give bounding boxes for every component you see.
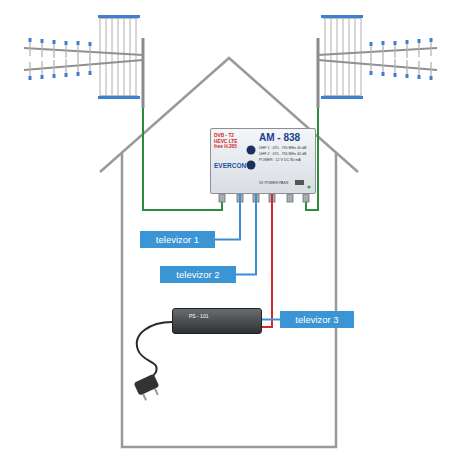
spec-text: 5V POWER PASS xyxy=(259,181,288,185)
power-led xyxy=(307,185,310,188)
f-connector xyxy=(219,194,309,202)
gain-knob xyxy=(247,161,256,170)
amplifier-box: AM - 838 DVB - T2 HEVC LTE free H.265EVER… xyxy=(210,128,316,194)
tv-label: televizor 3 xyxy=(280,311,354,328)
power-switch xyxy=(295,180,304,185)
tv-label: televizor 2 xyxy=(160,266,236,283)
spec-text: UHF 1 : 470 - 790 MHz 40 dB xyxy=(259,146,306,150)
coax-cable xyxy=(215,194,240,240)
coax-cable xyxy=(262,319,280,321)
model-label: PS - 101 xyxy=(189,314,208,319)
house-wall xyxy=(122,153,336,447)
power-cable xyxy=(137,322,172,380)
brand-name: EVERCON xyxy=(214,162,246,169)
coax-cable xyxy=(236,194,256,275)
antenna xyxy=(24,15,143,108)
power-supply: PS - 101 xyxy=(172,308,262,334)
gain-knob xyxy=(247,146,256,155)
tv-label-text: televizor 1 xyxy=(156,235,199,245)
coax-cable xyxy=(262,194,272,327)
amp-model: AM - 838 xyxy=(259,132,300,144)
spec-text: POWER : 12 V DC 80 mA xyxy=(259,158,301,162)
tv-label-text: televizor 3 xyxy=(295,315,338,325)
tv-label-text: televizor 2 xyxy=(176,270,219,280)
antenna xyxy=(318,15,437,108)
tv-label: televizor 1 xyxy=(140,231,215,248)
power-plug xyxy=(134,374,163,402)
spec-text: UHF 2 : 470 - 790 MHz 40 dB xyxy=(259,152,306,156)
amp-features: DVB - T2 HEVC LTE free H.265 xyxy=(214,133,241,150)
